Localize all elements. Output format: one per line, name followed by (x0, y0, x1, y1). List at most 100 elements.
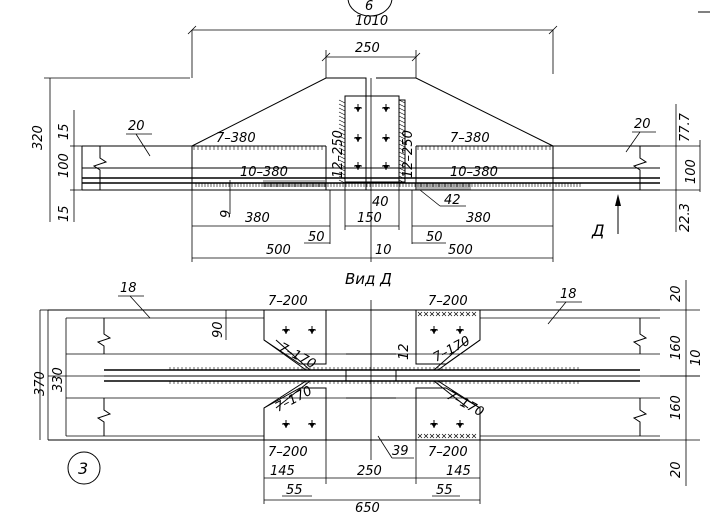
view-arrow-label: Д (591, 221, 605, 240)
weld-x (447, 311, 453, 317)
weld-x (465, 311, 471, 317)
weld-hatch (338, 155, 346, 160)
plate-label-right: 12–250 (401, 130, 416, 178)
weld-x (459, 433, 465, 439)
weld-tr: 7–200 (428, 294, 468, 309)
dim-250-top: 250 (355, 41, 380, 56)
weld-bl: 7–200 (268, 445, 308, 460)
top-view-marker-label: 6 (365, 0, 373, 14)
bolt-mark (383, 137, 389, 142)
dim-10-right: 10 (689, 349, 704, 366)
member-label-right: 20 (634, 117, 651, 132)
dim-330: 330 (51, 367, 66, 392)
dim-22-3: 22.3 (678, 203, 693, 232)
weld-hatch (338, 99, 346, 104)
dim-50-right: 50 (426, 230, 443, 245)
weld-x (423, 433, 429, 439)
weld-x (471, 311, 477, 317)
weld-hatch (338, 135, 346, 140)
member-label-bl: 18 (120, 281, 137, 296)
bolt-mark (431, 329, 437, 334)
weld-x (429, 311, 435, 317)
weld-hatch (338, 151, 346, 156)
weld-x (417, 311, 423, 317)
dim-250-bottom: 250 (357, 464, 382, 479)
dim-150: 150 (357, 211, 382, 226)
gusset-plate-bl (263, 387, 327, 441)
center-plate (344, 95, 400, 183)
bolt-mark (457, 329, 463, 334)
diag-tl: 7–170 (276, 340, 318, 372)
bolt-mark (283, 423, 289, 428)
top-view-marker-circle (347, 0, 393, 17)
weld-hatch (398, 135, 406, 140)
bottom-view-marker-circle (67, 451, 101, 485)
weld-hatch (338, 131, 346, 136)
dim-55-right: 55 (436, 483, 453, 498)
dim-77-7: 77.7 (678, 112, 693, 142)
gusset-plate-tl (263, 309, 327, 365)
bolt-mark (431, 423, 437, 428)
break-right (632, 146, 648, 190)
weld-hatch (398, 107, 406, 112)
weld-hatch (338, 111, 346, 116)
weld-x (441, 311, 447, 317)
weld-42: 42 (444, 193, 461, 208)
bolt-mark (309, 329, 315, 334)
weld-hatch (398, 111, 406, 116)
weld-hatch (338, 119, 346, 124)
dim-145-left: 145 (270, 464, 295, 479)
bolt-mark (383, 107, 389, 112)
dim-20-top-right: 20 (669, 285, 684, 302)
weld-hatch (398, 103, 406, 108)
weld-tl: 7–200 (268, 294, 308, 309)
dim-10-top: 10 (375, 243, 392, 258)
weld-hatch (338, 139, 346, 144)
bolt-mark (457, 423, 463, 428)
bolt-group-top (354, 104, 390, 170)
dim-15-top: 15 (57, 123, 72, 140)
dim-15-bottom: 15 (57, 205, 72, 222)
weld-hatch (338, 115, 346, 120)
dim-320: 320 (31, 125, 46, 150)
bolt-mark (355, 137, 361, 142)
weld-hatch (398, 147, 406, 152)
bottom-view: 18 18 7–200 7–200 7–200 7–200 7–170 7–17… (33, 280, 704, 514)
weld-x (453, 433, 459, 439)
break-bl-1 (96, 318, 112, 354)
weld-x (417, 433, 423, 439)
dim-55-left: 55 (286, 483, 303, 498)
weld-hatch (398, 139, 406, 144)
dim-100-left: 100 (57, 153, 72, 178)
gusset-left (191, 77, 367, 190)
bolt-mark (309, 423, 315, 428)
break-bl-2 (96, 398, 112, 436)
weld-9: 9 (219, 210, 234, 218)
dim-500-left: 500 (266, 243, 291, 258)
weld-x (459, 311, 465, 317)
weld-hatch (398, 119, 406, 124)
gusset-plate-br (415, 387, 481, 441)
weld-hatch (398, 151, 406, 156)
member-label-br: 18 (560, 287, 577, 302)
weld-hatch (338, 107, 346, 112)
weld-hatch (338, 123, 346, 128)
weld-hatch (398, 143, 406, 148)
bottom-view-marker-label: 3 (78, 459, 88, 478)
weld-hatch (338, 127, 346, 132)
dim-145-right: 145 (446, 464, 471, 479)
top-view: 6 1010 250 (31, 0, 710, 262)
dim-20-bottom-right: 20 (669, 461, 684, 478)
dim-160-top-right: 160 (669, 335, 684, 360)
weld-hatch (338, 147, 346, 152)
weld-x (453, 311, 459, 317)
weld-hatch (398, 127, 406, 132)
weld-x (435, 311, 441, 317)
weld-br: 7–200 (428, 445, 468, 460)
view-arrow-head (615, 194, 621, 206)
break-br-1 (632, 318, 648, 354)
dim-160-bottom-right: 160 (669, 395, 684, 420)
weld-x (423, 311, 429, 317)
weld-hatch (398, 155, 406, 160)
